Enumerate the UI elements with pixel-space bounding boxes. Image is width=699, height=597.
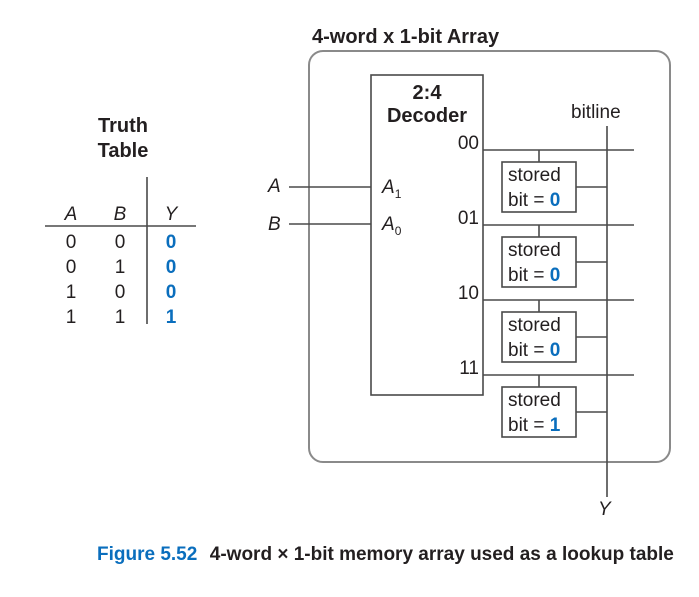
cell-stored-bit: 0	[550, 190, 561, 211]
truth-table-cell: 0	[115, 232, 126, 253]
cell-label: stored	[508, 165, 561, 186]
decoder-output-label: 11	[459, 358, 479, 379]
cell-box	[501, 236, 577, 288]
input-b-label: B	[268, 214, 281, 235]
cell-stored-bit: 1	[550, 415, 561, 436]
truth-table-title-line2: Table	[98, 140, 149, 162]
cell-value-line: bit = 0	[508, 265, 560, 286]
decoder-box	[370, 74, 484, 396]
truth-table-cell: 0	[66, 232, 77, 253]
cell-stored-bit: 0	[550, 265, 561, 286]
input-a-label: A	[267, 176, 281, 197]
cell-box	[501, 386, 577, 438]
array-title: 4-word x 1-bit Array	[312, 26, 500, 48]
cell-stored-bit: 0	[550, 340, 561, 361]
truth-table: Truth Table A B Y 0 0 0 0 1 0 1 0 0 1 1 1	[45, 115, 196, 328]
truth-table-cell: 0	[166, 282, 177, 303]
truth-table-cell: 1	[166, 307, 177, 328]
decoder-pin-a0: A0	[381, 214, 402, 238]
cell-value-line: bit = 0	[508, 190, 560, 211]
truth-table-header-b: B	[114, 204, 127, 225]
decoder-output-label: 01	[458, 208, 479, 229]
truth-table-cell: 1	[115, 257, 126, 278]
cell-value-line: bit = 0	[508, 340, 560, 361]
cell-label: stored	[508, 315, 561, 336]
decoder-pin-a1: A1	[381, 177, 402, 201]
decoder: 2:4 Decoder A1 A0 00 01 10 11	[370, 74, 484, 396]
truth-table-rows: 0 0 0 0 1 0 1 0 0 1 1 1	[66, 232, 177, 328]
memory-cell: stored bit = 0	[501, 150, 607, 213]
truth-table-cell: 0	[166, 257, 177, 278]
truth-table-cell: 0	[166, 232, 177, 253]
cell-value-prefix: bit =	[508, 340, 550, 361]
cell-value-prefix: bit =	[508, 265, 550, 286]
decoder-title-line2: Decoder	[387, 105, 467, 127]
figure-caption: Figure 5.52 4-word × 1-bit memory array …	[97, 544, 674, 565]
truth-table-cell: 1	[66, 307, 77, 328]
truth-table-header-a: A	[64, 204, 78, 225]
figure-number: Figure 5.52	[97, 544, 197, 565]
decoder-title-line1: 2:4	[413, 82, 443, 104]
decoder-output-label: 00	[458, 133, 479, 154]
truth-table-cell: 1	[115, 307, 126, 328]
truth-table-cell: 0	[115, 282, 126, 303]
figure-caption-text: 4-word × 1-bit memory array used as a lo…	[210, 544, 674, 565]
memory-cell: stored bit = 0	[501, 300, 607, 363]
cell-value-line: bit = 1	[508, 415, 561, 436]
cell-box	[501, 161, 577, 213]
output-y-label: Y	[598, 499, 612, 520]
memory-cell: stored bit = 1	[501, 375, 607, 438]
truth-table-title-line1: Truth	[98, 115, 148, 137]
cell-box	[501, 311, 577, 363]
cell-value-prefix: bit =	[508, 190, 550, 211]
cell-label: stored	[508, 240, 561, 261]
truth-table-cell: 0	[66, 257, 77, 278]
cell-value-prefix: bit =	[508, 415, 550, 436]
memory-cell: stored bit = 0	[501, 225, 607, 288]
decoder-outputs: 00 01 10 11	[458, 133, 479, 379]
array-frame	[308, 50, 671, 463]
truth-table-cell: 1	[66, 282, 77, 303]
cell-label: stored	[508, 390, 561, 411]
bitline-label: bitline	[571, 102, 621, 123]
decoder-output-label: 10	[458, 283, 479, 304]
truth-table-header-y: Y	[165, 204, 179, 225]
